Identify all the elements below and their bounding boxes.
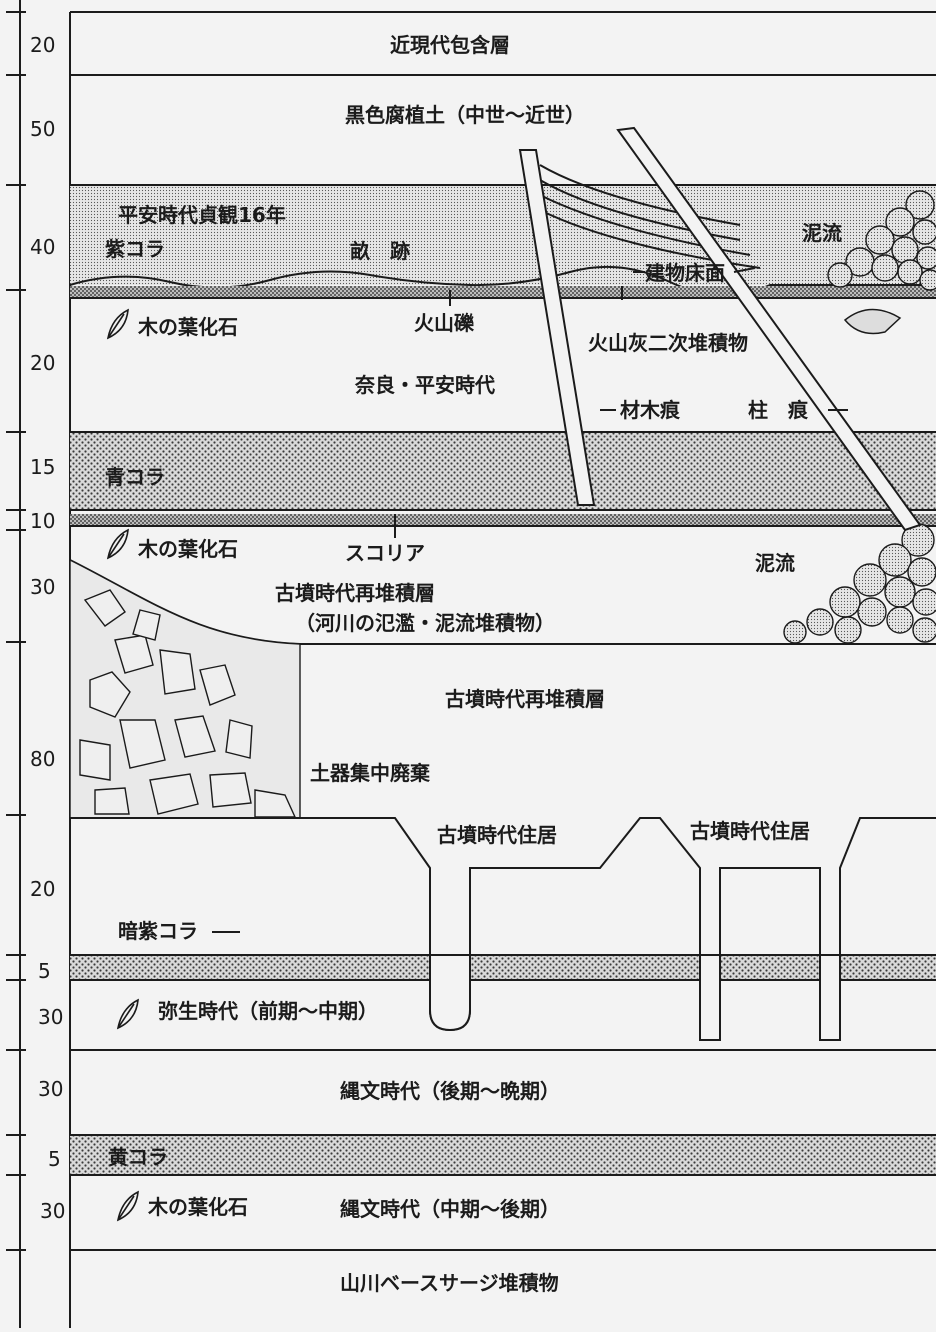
layer-label-volcanic-gravel: 火山礫 [414, 311, 475, 335]
layer-label-pillar-trace: 柱 痕 [748, 398, 809, 422]
layer-label-jomon-mid: 縄文時代（中期～後期） [340, 1197, 560, 1221]
layer-label-field-trace: 畝 跡 [350, 239, 410, 263]
layer-label-building-floor: 建物床面 [645, 261, 725, 285]
pillar-trace-post [616, 126, 922, 532]
mudflow-boulders-upper [827, 190, 936, 291]
leaf-icon [106, 528, 129, 560]
leaf-icon [106, 308, 129, 340]
ki-kora-layer [70, 1135, 936, 1175]
pottery-rubble [69, 558, 301, 819]
layer-label-leaf-fossil-1: 木の葉化石 [137, 315, 238, 339]
scale-label: 80 [30, 747, 55, 771]
layer-label-mudflow-lower: 泥流 [755, 551, 795, 575]
volcanic-gravel-band [70, 286, 936, 298]
scale-label: 30 [38, 1077, 63, 1101]
layer-label-kofun-redeposit-2: 古墳時代再堆積層 [445, 687, 605, 711]
layer-label-kofun-dwelling-2: 古墳時代住居 [690, 819, 810, 843]
layer-label-heian-eruption: 平安時代貞観16年 [118, 203, 286, 227]
scale-label: 5 [48, 1147, 61, 1171]
scale-label: 30 [38, 1005, 63, 1029]
murasaki-kora-layer [70, 185, 936, 285]
layer-label-anshi-kora: 暗紫コラ [118, 919, 198, 943]
timber-trace-post [518, 149, 596, 506]
scale-label: 20 [30, 351, 55, 375]
layer-label-murasaki-kora: 紫コラ [105, 237, 165, 261]
layer-label-kofun-redeposit-1: 古墳時代再堆積層 [275, 581, 435, 605]
scale-label: 30 [30, 575, 55, 599]
scale-label: 10 [30, 509, 55, 533]
layer-label-timber-trace: 材木痕 [620, 398, 681, 422]
mudflow-boulders-lower [783, 523, 936, 644]
layer-label-leaf-fossil-3: 木の葉化石 [147, 1195, 248, 1219]
layer-label-mudflow-upper: 泥流 [802, 221, 842, 245]
layer-label-leaf-fossil-2: 木の葉化石 [137, 537, 238, 561]
layer-label-ash-secondary: 火山灰二次堆積物 [588, 331, 748, 355]
leaf-icon [116, 1190, 139, 1222]
layer-label-nara-heian: 奈良・平安時代 [354, 373, 495, 397]
layer-label-base-surge: 山川ベースサージ堆積物 [340, 1271, 559, 1295]
scale-label: 40 [30, 235, 55, 259]
anshi-kora-layer [70, 955, 936, 980]
layer-label-ki-kora: 黄コラ [108, 1145, 168, 1169]
scale-label: 15 [30, 455, 55, 479]
ao-kora-layer [70, 432, 936, 510]
depth-scale: 20 50 40 20 15 10 30 80 20 5 30 30 5 30 [6, 0, 65, 1328]
layer-label-kofun-redeposit-1-note: （河川の氾濫・泥流堆積物） [295, 611, 555, 635]
layer-label-yayoi: 弥生時代（前期～中期） [158, 999, 378, 1023]
layer-label-ao-kora: 青コラ [105, 465, 165, 489]
layer-label-scoria: スコリア [345, 541, 425, 565]
scale-label: 20 [30, 877, 55, 901]
scale-label: 30 [40, 1199, 65, 1223]
scoria-band [70, 514, 936, 526]
scale-label: 50 [30, 117, 55, 141]
layer-label-kofun-dwelling-1: 古墳時代住居 [437, 823, 557, 847]
scale-label: 5 [38, 959, 51, 983]
scale-label: 20 [30, 33, 55, 57]
leaf-icon [116, 998, 139, 1030]
layer-label-top: 近現代包含層 [390, 33, 510, 57]
layer-label-humus: 黒色腐植土（中世～近世） [345, 103, 585, 127]
layer-label-pottery-dump: 土器集中廃棄 [310, 761, 431, 785]
layer-label-jomon-late: 縄文時代（後期～晩期） [340, 1079, 560, 1103]
